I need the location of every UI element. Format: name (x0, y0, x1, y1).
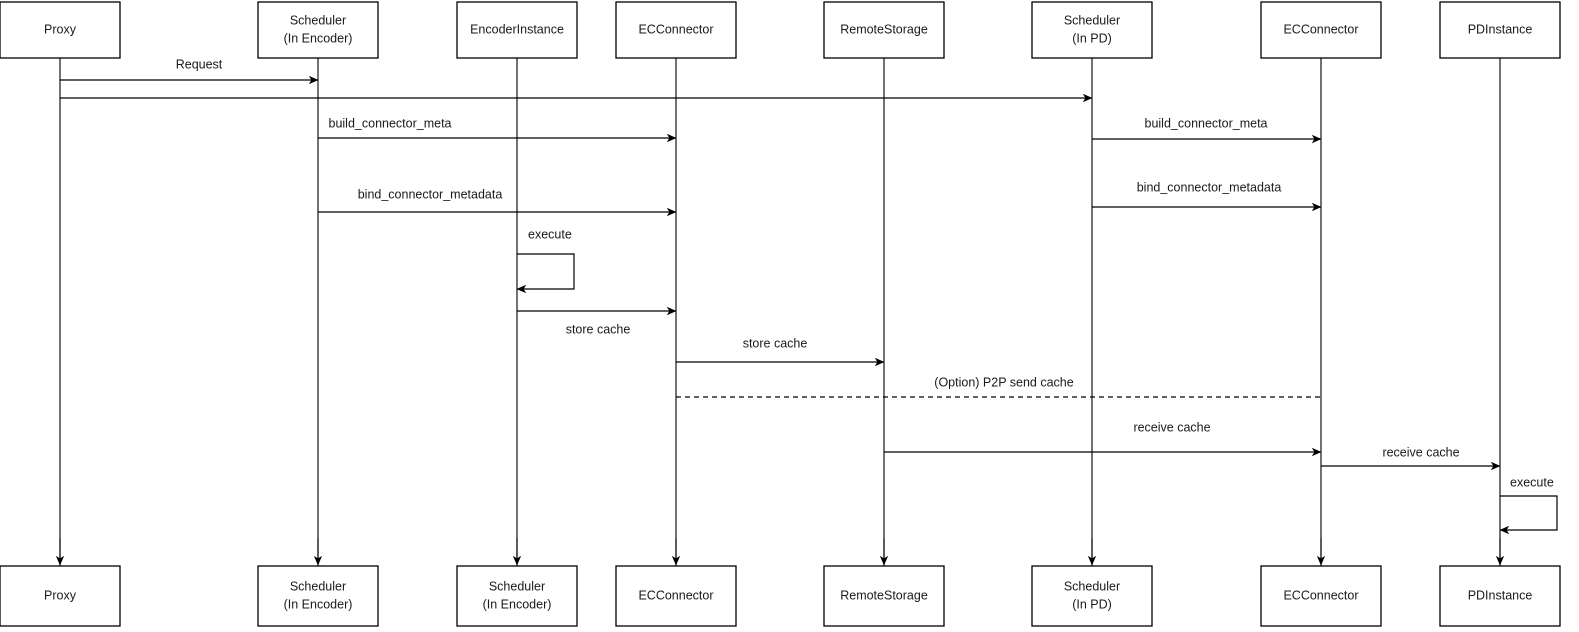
self-message-label-s2: execute (1510, 475, 1554, 489)
participant-bottom-label-remote-store: RemoteStorage (840, 588, 928, 602)
message-label-m3: build_connector_meta (329, 116, 452, 130)
self-message-s1[interactable]: execute (516, 227, 575, 294)
participant-top-label-ecconn-pd: ECConnector (1283, 22, 1358, 36)
message-m6[interactable]: bind_connector_metadata (1092, 180, 1322, 212)
participant-bottom-label-ecconn-enc: ECConnector (638, 588, 713, 602)
participant-bottom-label-encoder-inst: Scheduler (489, 579, 545, 593)
participant-bottom-rect-remote-store (823, 565, 945, 627)
participant-top-sublabel-sched-enc: (In Encoder) (284, 31, 353, 45)
top-participant-boxes-layer: Proxy Scheduler (In Encoder) EncoderInstanc… (0, 1, 1561, 59)
participant-top-rect-sched-enc (257, 1, 379, 59)
message-m7[interactable]: store cache (517, 306, 677, 336)
participant-top-label-ecconn-enc: ECConnector (638, 22, 713, 36)
participant-top-sched-enc[interactable]: Scheduler (In Encoder) (257, 1, 379, 59)
participant-bottom-label-sched-enc: Scheduler (290, 579, 346, 593)
message-m1[interactable]: Request (60, 57, 319, 85)
self-message-path-s1 (516, 253, 575, 294)
participant-top-sched-pd[interactable]: Scheduler (In PD) (1031, 1, 1153, 59)
participant-bottom-label-proxy: Proxy (44, 588, 77, 602)
participant-bottom-sublabel-sched-pd: (In PD) (1072, 597, 1112, 611)
message-m9[interactable]: (Option) P2P send cache (676, 375, 1321, 398)
participant-bottom-rect-proxy (0, 565, 121, 627)
participant-bottom-rect-encoder-inst (456, 565, 578, 627)
participant-bottom-ecconn-enc[interactable]: ECConnector (615, 565, 737, 627)
message-label-m8: store cache (743, 336, 808, 350)
message-label-m9: (Option) P2P send cache (934, 375, 1073, 389)
message-label-m7: store cache (566, 322, 631, 336)
self-message-label-s1: execute (528, 227, 572, 241)
participant-top-sublabel-sched-pd: (In PD) (1072, 31, 1112, 45)
message-label-m11: receive cache (1382, 445, 1459, 459)
participant-top-encoder-inst[interactable]: EncoderInstance (456, 1, 578, 59)
message-label-m5: bind_connector_metadata (358, 187, 503, 201)
participant-top-label-remote-store: RemoteStorage (840, 22, 928, 36)
participant-top-ecconn-enc[interactable]: ECConnector (615, 1, 737, 59)
message-label-m6: bind_connector_metadata (1137, 180, 1282, 194)
participant-bottom-encoder-inst[interactable]: Scheduler (In Encoder) (456, 565, 578, 627)
self-messages-layer: execute execute (516, 227, 1558, 535)
participant-bottom-label-ecconn-pd: ECConnector (1283, 588, 1358, 602)
message-label-m10: receive cache (1133, 420, 1210, 434)
message-m3[interactable]: build_connector_meta (318, 116, 677, 143)
participant-bottom-sched-enc[interactable]: Scheduler (In Encoder) (257, 565, 379, 627)
participant-top-label-sched-pd: Scheduler (1064, 13, 1120, 27)
bottom-participant-boxes-layer: Proxy Scheduler (In Encoder) Scheduler (In E… (0, 565, 1561, 627)
participant-bottom-rect-pd-inst (1439, 565, 1561, 627)
participant-bottom-remote-store[interactable]: RemoteStorage (823, 565, 945, 627)
participant-top-rect-remote-store (823, 1, 945, 59)
participant-bottom-sched-pd[interactable]: Scheduler (In PD) (1031, 565, 1153, 627)
participant-top-rect-pd-inst (1439, 1, 1561, 59)
participant-top-rect-ecconn-pd (1260, 1, 1382, 59)
message-m11[interactable]: receive cache (1321, 445, 1501, 471)
participant-top-rect-sched-pd (1031, 1, 1153, 59)
message-label-m1: Request (176, 57, 223, 71)
participant-bottom-label-sched-pd: Scheduler (1064, 579, 1120, 593)
message-m4[interactable]: build_connector_meta (1092, 116, 1322, 144)
participant-top-rect-proxy (0, 1, 121, 59)
message-m10[interactable]: receive cache (884, 420, 1322, 457)
participant-top-remote-store[interactable]: RemoteStorage (823, 1, 945, 59)
lifelines-layer (55, 58, 1505, 566)
participant-top-pd-inst[interactable]: PDInstance (1439, 1, 1561, 59)
participant-bottom-rect-sched-pd (1031, 565, 1153, 627)
participant-bottom-rect-sched-enc (257, 565, 379, 627)
participant-bottom-sublabel-sched-enc: (In Encoder) (284, 597, 353, 611)
participant-bottom-label-pd-inst: PDInstance (1468, 588, 1533, 602)
self-message-path-s2 (1499, 495, 1558, 535)
messages-layer: Request build_connector_meta build_connect… (60, 57, 1501, 471)
participant-top-label-pd-inst: PDInstance (1468, 22, 1533, 36)
message-m8[interactable]: store cache (676, 336, 885, 367)
participant-top-proxy[interactable]: Proxy (0, 1, 121, 59)
participant-top-rect-ecconn-enc (615, 1, 737, 59)
participant-top-label-proxy: Proxy (44, 22, 77, 36)
participant-top-ecconn-pd[interactable]: ECConnector (1260, 1, 1382, 59)
participant-bottom-proxy[interactable]: Proxy (0, 565, 121, 627)
participant-bottom-rect-ecconn-pd (1260, 565, 1382, 627)
message-label-m4: build_connector_meta (1145, 116, 1268, 130)
participant-bottom-rect-ecconn-enc (615, 565, 737, 627)
participant-bottom-sublabel-encoder-inst: (In Encoder) (483, 597, 552, 611)
participant-bottom-ecconn-pd[interactable]: ECConnector (1260, 565, 1382, 627)
message-m5[interactable]: bind_connector_metadata (318, 187, 677, 217)
participant-top-rect-encoder-inst (456, 1, 578, 59)
participant-top-label-sched-enc: Scheduler (290, 13, 346, 27)
self-message-s2[interactable]: execute (1499, 475, 1558, 535)
participant-top-label-encoder-inst: EncoderInstance (470, 22, 564, 36)
participant-bottom-pd-inst[interactable]: PDInstance (1439, 565, 1561, 627)
